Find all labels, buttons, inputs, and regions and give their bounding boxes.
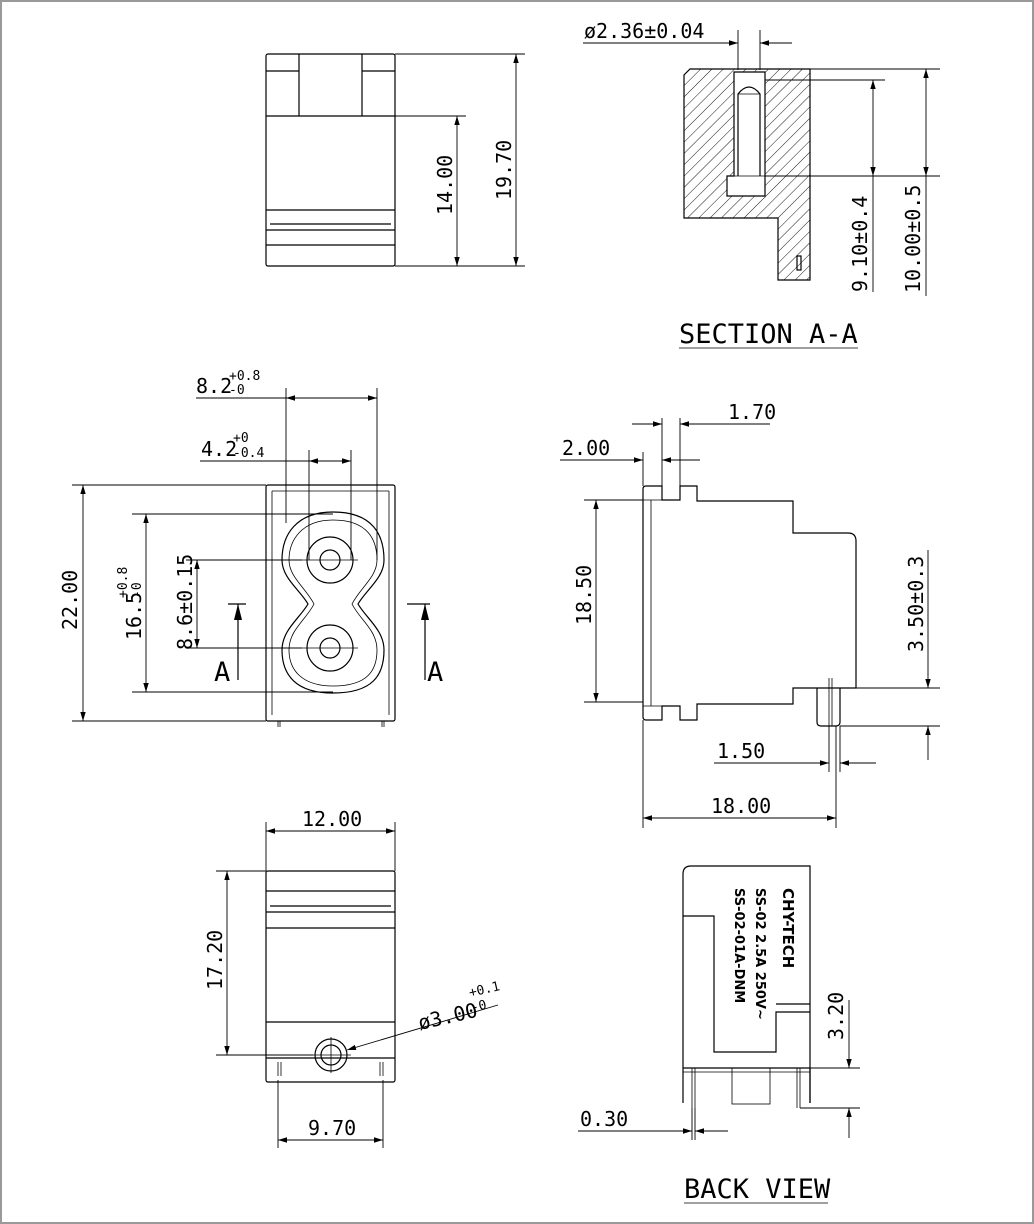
section-title: SECTION A-A	[679, 319, 858, 350]
dim-3-20: 3.20	[824, 992, 848, 1040]
dim-8-2-tol-plus: +0.8	[229, 369, 260, 384]
dim-1-70: 1.70	[728, 400, 776, 424]
dim-1-50: 1.50	[717, 739, 765, 763]
back-view: CHY-TECH SS-02 2.5A 250V~ SS-02-01A-DNM …	[578, 865, 860, 1205]
top-view: 14.00 19.70	[265, 53, 525, 267]
dim-12-00: 12.00	[302, 807, 362, 831]
back-marking-brand: CHY-TECH	[779, 888, 797, 968]
dim-9-10: 9.10±0.4	[848, 196, 872, 292]
bottom-view: 12.00 17.20 ø3.00 +0.1 -0 9.70	[203, 807, 501, 1148]
back-view-title: BACK VIEW	[684, 1174, 831, 1205]
dim-18-00: 18.00	[711, 794, 771, 818]
dim-16-5-tol-minus: -0	[130, 582, 145, 598]
dim-pin-diameter: ø2.36±0.04	[584, 19, 704, 43]
dim-3-50: 3.50±0.3	[904, 556, 928, 652]
section-a-a: ø2.36±0.04 9.10±0.4 10.00±0.5 SECTION A-…	[583, 19, 940, 350]
section-mark-left: A	[214, 657, 230, 688]
dim-10-00: 10.00±0.5	[901, 185, 925, 293]
dim-9-70: 9.70	[308, 1116, 356, 1140]
dim-16-5-tol-plus: +0.8	[116, 567, 131, 598]
dim-19-70: 19.70	[492, 140, 516, 200]
section-mark-right: A	[427, 657, 443, 688]
dim-14: 14.00	[433, 155, 457, 215]
dim-8-2: 8.2	[196, 374, 232, 398]
dim-8-2-tol-minus: -0	[229, 383, 245, 398]
side-view: 2.00 1.70 18.50 3.50±0.3 1.50 18.00	[560, 400, 940, 828]
dim-hole-tol-plus: +0.1	[468, 979, 502, 1001]
back-marking-line2: SS-02-01A-DNM	[731, 888, 746, 1003]
dim-22: 22.00	[58, 570, 82, 630]
dim-0-30: 0.30	[580, 1107, 628, 1131]
dim-8-6: 8.6±0.15	[173, 554, 197, 650]
dim-hole-tol-minus: -0	[470, 998, 489, 1016]
dim-2-00: 2.00	[562, 436, 610, 460]
dim-4-2-tol-plus: +0	[233, 431, 249, 446]
back-marking-line1: SS-02 2.5A 250V~	[752, 888, 767, 1020]
dim-4-2: 4.2	[201, 437, 237, 461]
dim-17-20: 17.20	[203, 930, 227, 990]
front-view: 8.2 +0.8 -0 4.2 +0 -0.4 22.00 16.5 +0.8 …	[58, 369, 443, 727]
dim-16-5: 16.5	[122, 592, 146, 640]
dim-4-2-tol-minus: -0.4	[233, 446, 264, 461]
dim-18-50: 18.50	[572, 565, 596, 625]
